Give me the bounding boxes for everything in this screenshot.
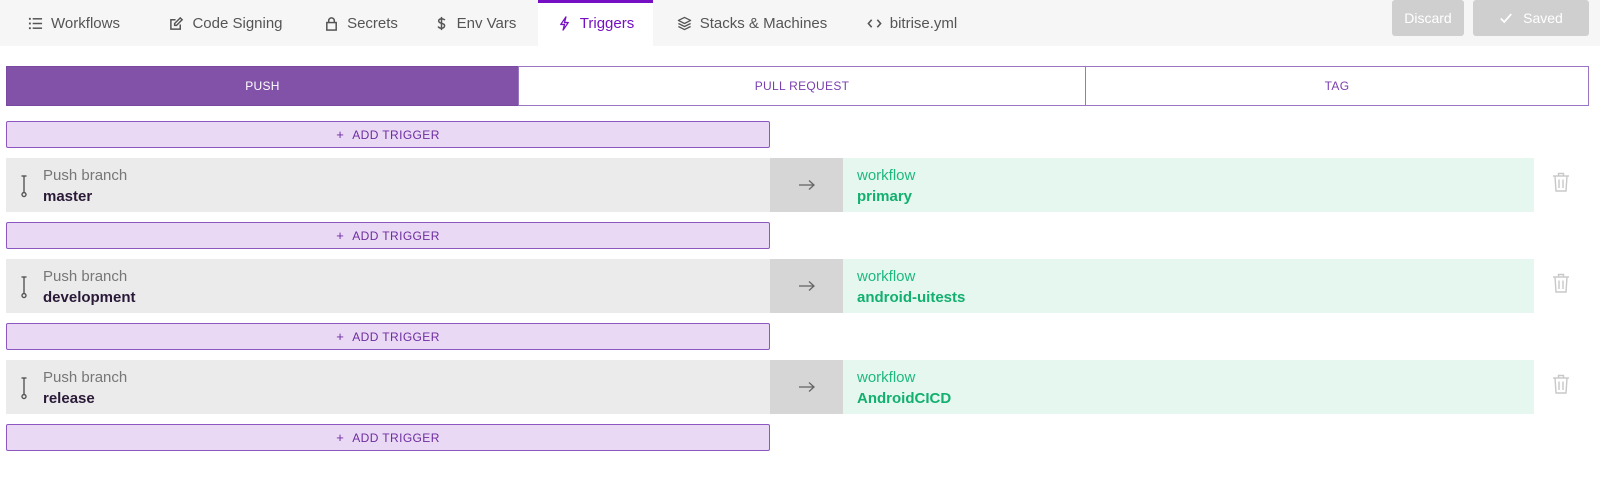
arrow-right-icon [770, 259, 843, 313]
plus-icon: + [336, 127, 345, 142]
workflow-label: workflow [857, 369, 916, 386]
bolt-icon [559, 15, 569, 31]
trash-icon[interactable] [1552, 374, 1570, 394]
tab-triggers[interactable]: Triggers [538, 0, 653, 46]
add-trigger-label: ADD TRIGGER [352, 329, 440, 344]
tab-secrets[interactable]: Secrets [316, 0, 406, 46]
tab-env-vars[interactable]: Env Vars [432, 0, 518, 46]
drag-handle-icon[interactable] [18, 174, 30, 198]
trigger-branch: release [43, 390, 95, 407]
tab-env-vars-label: Env Vars [456, 14, 517, 32]
discard-button-label: Discard [1404, 10, 1452, 26]
trigger-workflow[interactable]: workflow android-uitests [843, 259, 1534, 313]
trigger-condition: Push branch release [6, 360, 770, 414]
saved-button-label: Saved [1523, 10, 1563, 26]
segment-pull-request-label: PULL REQUEST [754, 79, 850, 93]
check-icon [1500, 13, 1513, 24]
code-icon [867, 18, 882, 28]
tab-code-signing[interactable]: Code Signing [158, 0, 294, 46]
list-icon [28, 17, 43, 29]
add-trigger-button[interactable]: + ADD TRIGGER [6, 424, 770, 451]
trash-icon[interactable] [1552, 273, 1570, 293]
tab-stacks-machines[interactable]: Stacks & Machines [672, 0, 832, 46]
trigger-workflow[interactable]: workflow AndroidCICD [843, 360, 1534, 414]
trash-icon[interactable] [1552, 172, 1570, 192]
segment-push[interactable]: PUSH [6, 66, 519, 106]
trigger-type-label: Push branch [43, 268, 128, 285]
trigger-branch: development [43, 289, 136, 306]
add-trigger-button[interactable]: + ADD TRIGGER [6, 121, 770, 148]
workflow-label: workflow [857, 167, 916, 184]
segment-tag[interactable]: TAG [1085, 66, 1589, 106]
plus-icon: + [336, 329, 345, 344]
edit-icon [170, 16, 184, 30]
plus-icon: + [336, 228, 345, 243]
saved-button[interactable]: Saved [1473, 0, 1589, 36]
trigger-row: Push branch development workflow android… [6, 259, 1534, 313]
add-trigger-button[interactable]: + ADD TRIGGER [6, 222, 770, 249]
trigger-branch: master [43, 188, 93, 205]
trigger-type-label: Push branch [43, 369, 128, 386]
discard-button[interactable]: Discard [1392, 0, 1464, 36]
trigger-workflow[interactable]: workflow primary [843, 158, 1534, 212]
tab-bitrise-yml-label: bitrise.yml [889, 14, 958, 32]
trigger-row: Push branch release workflow AndroidCICD [6, 360, 1534, 414]
plus-icon: + [336, 430, 345, 445]
arrow-right-icon [770, 360, 843, 414]
workflow-name: primary [857, 188, 913, 205]
add-trigger-label: ADD TRIGGER [352, 127, 440, 142]
tab-workflows-label: Workflows [51, 14, 120, 32]
dollar-icon [437, 16, 446, 30]
segment-tag-label: TAG [1324, 79, 1350, 93]
drag-handle-icon[interactable] [18, 376, 30, 400]
tab-bitrise-yml[interactable]: bitrise.yml [862, 0, 962, 46]
trigger-condition: Push branch master [6, 158, 770, 212]
tab-code-signing-label: Code Signing [192, 14, 283, 32]
lock-icon [326, 16, 337, 31]
workflow-name: AndroidCICD [857, 390, 952, 407]
add-trigger-label: ADD TRIGGER [352, 430, 440, 445]
drag-handle-icon[interactable] [18, 275, 30, 299]
workflow-name: android-uitests [857, 289, 966, 306]
add-trigger-button[interactable]: + ADD TRIGGER [6, 323, 770, 350]
top-navigation: Workflows Code Signing Secrets Env Vars … [0, 0, 1600, 46]
tab-workflows[interactable]: Workflows [14, 0, 134, 46]
layers-icon [677, 16, 691, 30]
trigger-condition: Push branch development [6, 259, 770, 313]
segment-pull-request[interactable]: PULL REQUEST [518, 66, 1086, 106]
arrow-right-icon [770, 158, 843, 212]
add-trigger-label: ADD TRIGGER [352, 228, 440, 243]
tab-stacks-machines-label: Stacks & Machines [699, 14, 828, 32]
tab-triggers-label: Triggers [579, 14, 635, 32]
segment-push-label: PUSH [245, 79, 280, 93]
trigger-row: Push branch master workflow primary [6, 158, 1534, 212]
tab-secrets-label: Secrets [347, 14, 398, 32]
workflow-label: workflow [857, 268, 916, 285]
trigger-type-label: Push branch [43, 167, 128, 184]
